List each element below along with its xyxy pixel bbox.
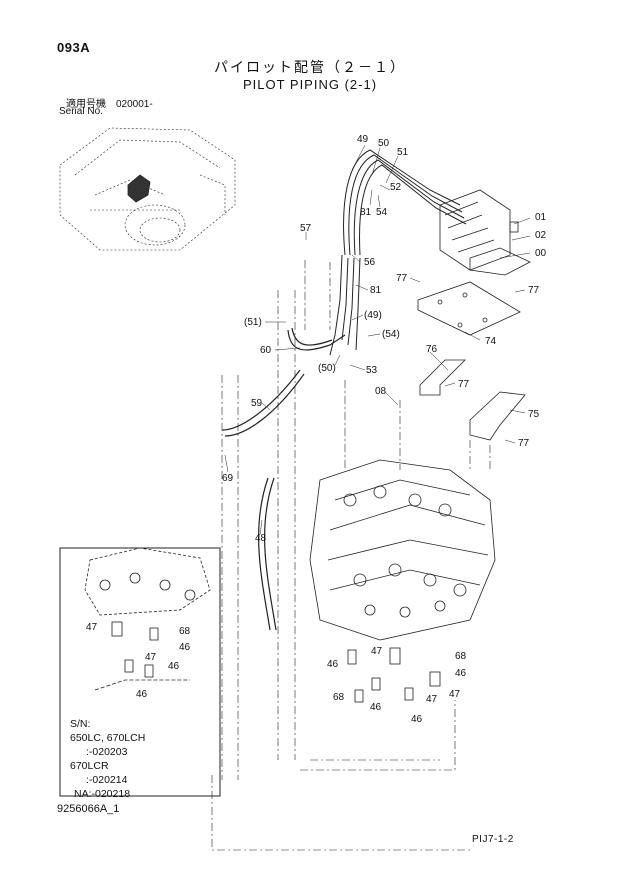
callout-46-d: 46 bbox=[327, 659, 339, 670]
callout-69: 69 bbox=[222, 473, 234, 484]
hose-59 bbox=[221, 369, 305, 437]
callout-00: 00 bbox=[535, 248, 547, 259]
inset-callout-46-b: 46 bbox=[168, 661, 180, 672]
callout-54-ref: (54) bbox=[382, 329, 400, 340]
callout-46-f: 46 bbox=[370, 702, 382, 713]
bracket-75 bbox=[469, 391, 526, 441]
callout-01: 01 bbox=[535, 212, 547, 223]
inset-sn-label: S/N: bbox=[70, 718, 90, 730]
callout-59: 59 bbox=[251, 398, 263, 409]
callout-75: 75 bbox=[528, 409, 540, 420]
callout-77-d: 77 bbox=[518, 438, 530, 449]
callout-46-g: 46 bbox=[411, 714, 423, 725]
serial-applicability-japanese: 適用号機 020001- bbox=[66, 99, 153, 110]
callout-leaders bbox=[224, 144, 531, 536]
bracket-plate-74 bbox=[417, 281, 521, 336]
callout-68-c: 68 bbox=[333, 692, 345, 703]
callout-02: 02 bbox=[535, 230, 547, 241]
serial-label-english: Serial No. bbox=[59, 106, 103, 117]
assembly-guide-lines bbox=[211, 260, 491, 851]
callout-47-d: 47 bbox=[449, 689, 461, 700]
callout-77-b: 77 bbox=[528, 285, 540, 296]
inset-callout-47-b: 47 bbox=[145, 652, 157, 663]
fittings-group bbox=[347, 647, 441, 703]
page-title-english: PILOT PIPING (2-1) bbox=[242, 77, 378, 92]
hose-60 bbox=[287, 327, 346, 351]
callout-49: 49 bbox=[357, 134, 369, 145]
control-valve-assembly bbox=[309, 459, 496, 641]
page-title-japanese: パイロット配管（２－１） bbox=[214, 59, 406, 75]
callout-50-ref: (50) bbox=[318, 363, 336, 374]
inset-range-1: :-020203 bbox=[86, 746, 128, 758]
callout-47-e: 47 bbox=[426, 694, 438, 705]
bracket-76 bbox=[419, 359, 466, 396]
callout-60: 60 bbox=[260, 345, 272, 356]
machine-location-sketch bbox=[59, 127, 236, 251]
inset-serial-info: S/N: 650LC, 670LCH :-020203 670LCR :-020… bbox=[70, 718, 145, 800]
inset-range-2: :-020214 bbox=[86, 774, 128, 786]
callout-68-b: 68 bbox=[455, 651, 467, 662]
inset-callout-46-a: 46 bbox=[179, 642, 191, 653]
inset-model-2: 670LCR bbox=[70, 760, 109, 772]
inset-callout-47-a: 47 bbox=[86, 622, 98, 633]
callout-77-a: 77 bbox=[396, 273, 408, 284]
callout-81-upper: 81 bbox=[360, 207, 372, 218]
inset-model-1: 650LC, 670LCH bbox=[70, 732, 145, 744]
callout-81-lower: 81 bbox=[370, 285, 382, 296]
pilot-valve-block bbox=[439, 189, 531, 276]
pilot-hose-bundle bbox=[329, 149, 467, 356]
callout-56: 56 bbox=[364, 257, 376, 268]
callout-labels: 49 50 51 52 81 54 01 02 00 57 56 77 77 8… bbox=[86, 134, 547, 725]
section-code: 093A bbox=[57, 40, 91, 55]
callout-47-c: 47 bbox=[371, 646, 383, 657]
callout-57: 57 bbox=[300, 223, 312, 234]
callout-50: 50 bbox=[378, 138, 390, 149]
callout-54: 54 bbox=[376, 207, 388, 218]
inset-callout-68: 68 bbox=[179, 626, 191, 637]
inset-detail-box bbox=[59, 547, 221, 797]
callout-77-c: 77 bbox=[458, 379, 470, 390]
callout-51: 51 bbox=[397, 147, 409, 158]
callout-46-e: 46 bbox=[455, 668, 467, 679]
callout-51-ref: (51) bbox=[244, 317, 262, 328]
control-valve-location-marker bbox=[127, 174, 151, 203]
callout-08: 08 bbox=[375, 386, 387, 397]
inset-callout-46-c: 46 bbox=[136, 689, 148, 700]
drawing-id: 9256066A_1 bbox=[57, 803, 120, 815]
callout-53: 53 bbox=[366, 365, 378, 376]
page-reference: PIJ7-1-2 bbox=[472, 834, 514, 845]
callout-48: 48 bbox=[255, 533, 267, 544]
callout-52: 52 bbox=[390, 182, 402, 193]
inset-range-3: NA:-020218 bbox=[74, 788, 130, 800]
callout-76: 76 bbox=[426, 344, 438, 355]
hose-48 bbox=[258, 477, 277, 631]
callout-74: 74 bbox=[485, 336, 497, 347]
callout-49-ref: (49) bbox=[364, 310, 382, 321]
